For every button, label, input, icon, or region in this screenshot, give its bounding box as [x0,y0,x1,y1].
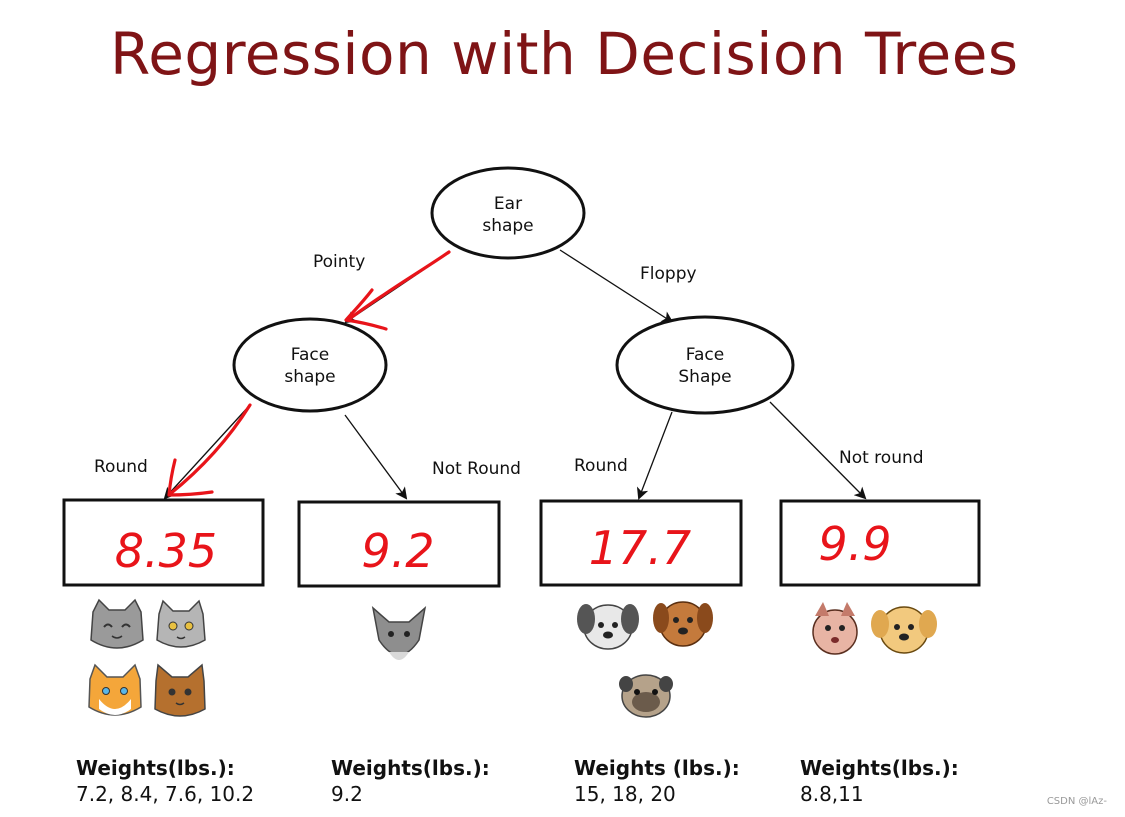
weights-label-2: Weights(lbs.): [331,756,490,780]
gray-cat-smiling-icon [90,598,144,649]
weights-label-4: Weights(lbs.): [800,756,959,780]
watermark: CSDN @lAz- [1046,796,1107,807]
node-left-label-2: shape [284,367,335,387]
node-left-label-1: Face [291,345,329,365]
brown-cat-icon [154,663,206,717]
edge-label-left-not-round: Not Round [432,459,521,479]
tan-pug-icon [619,674,673,718]
edge-label-pointy: Pointy [313,252,365,272]
leaf-value-1: 8.35 [115,524,217,578]
node-root-label-2: shape [482,216,533,236]
weights-group-3: Weights (lbs.): 15, 18, 20 [574,755,740,807]
node-root-label-1: Ear [494,194,522,214]
leaf-value-3: 17.7 [589,521,691,575]
leaf-box-2 [297,500,501,588]
node-right-label-1: Face [686,345,724,365]
edge-right-not-round [769,401,867,500]
edge-left-round [163,404,251,500]
gray-cat-pointy-icon [371,606,427,660]
weights-values-2: 9.2 [331,782,363,806]
leaf-box-3 [539,499,743,587]
weights-values-4: 8.8,11 [800,782,864,806]
edge-label-right-round: Round [574,456,628,476]
red-path-annotation [167,250,451,497]
edge-label-floppy: Floppy [640,264,697,284]
node-right-face-shape [615,315,795,415]
golden-dog-icon [871,606,937,654]
orange-cat-icon [88,663,142,716]
leaf-box-4 [779,499,981,587]
page-title: Regression with Decision Trees [110,20,1019,88]
brown-dog-icon [653,601,713,647]
node-right-label-2: Shape [678,367,731,387]
gray-cat-icon [156,599,206,648]
weights-group-4: Weights(lbs.): 8.8,11 [800,755,959,807]
leaf-value-4: 9.9 [818,517,891,571]
node-left-face-shape [232,317,388,413]
leaf-value-2: 9.2 [361,524,434,578]
weights-values-1: 7.2, 8.4, 7.6, 10.2 [76,782,255,806]
edge-root-right [559,249,674,324]
edge-right-round [636,411,673,500]
edge-label-left-round: Round [94,457,148,477]
weights-group-1: Weights(lbs.): 7.2, 8.4, 7.6, 10.2 [76,755,254,807]
edge-label-right-not-round: Not round [839,448,924,468]
pink-dog-icon [812,602,858,655]
weights-label-3: Weights (lbs.): [574,756,740,780]
leaf-box-1 [62,498,265,587]
gray-dog-icon [577,604,639,650]
edge-left-not-round [344,414,408,500]
weights-label-1: Weights(lbs.): [76,756,235,780]
weights-values-3: 15, 18, 20 [574,782,676,806]
node-root-ear-shape [430,166,586,260]
weights-group-2: Weights(lbs.): 9.2 [331,755,490,807]
